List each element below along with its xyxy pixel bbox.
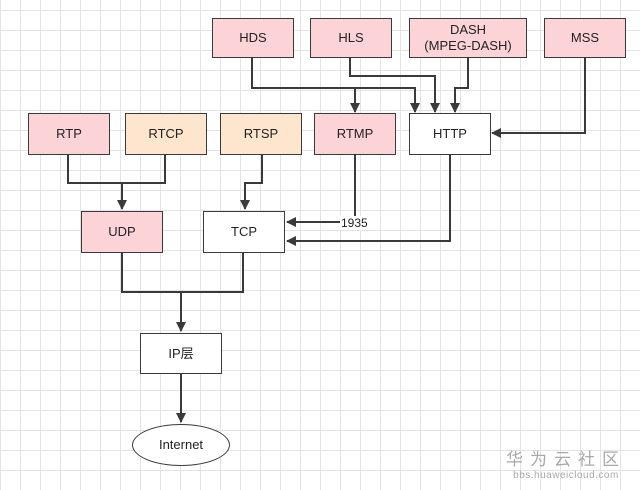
rtmp-label: RTMP — [336, 126, 374, 141]
http-node: HTTP — [409, 113, 491, 155]
hls-label: HLS — [338, 30, 364, 45]
watermark-url: bbs.huaweicloud.com — [513, 470, 619, 481]
tcp-node: TCP — [203, 211, 285, 253]
hls-node: HLS — [310, 18, 392, 58]
edge-rtp-udp — [67, 155, 122, 184]
rtcp-node: RTCP — [125, 113, 207, 155]
rtp-node: RTP — [28, 113, 110, 155]
ip-layer-node: IP层 — [140, 333, 222, 374]
udp-node: UDP — [81, 211, 163, 253]
rtmp-port-label: 1935 — [340, 216, 369, 230]
edge-hds-http — [252, 87, 420, 113]
dash-label-line2: (MPEG-DASH) — [424, 38, 512, 53]
watermark: 华为云社区 bbs.huaweicloud.com — [506, 450, 626, 482]
edge-mss-http — [491, 58, 586, 138]
edge-hds-rtmp — [251, 58, 360, 113]
mss-label: MSS — [570, 30, 600, 45]
dash-label-line1: DASH — [449, 22, 487, 37]
rtsp-node: RTSP — [220, 113, 302, 155]
rtmp-node: RTMP — [314, 113, 396, 155]
watermark-brand: 华为云社区 — [506, 450, 626, 469]
rtsp-label: RTSP — [243, 126, 279, 141]
edge-udp-ip — [121, 253, 181, 293]
edge-dash-http — [450, 58, 469, 113]
edge-rtcp-udp — [122, 155, 166, 184]
edge-http-tcp — [286, 155, 451, 246]
udp-label: UDP — [108, 224, 136, 239]
mss-node: MSS — [544, 18, 626, 58]
rtp-label: RTP — [56, 126, 82, 141]
rtcp-label: RTCP — [148, 126, 184, 141]
edge-tcp-ip — [181, 253, 244, 293]
tcp-label: TCP — [231, 224, 257, 239]
internet-node: Internet — [132, 424, 230, 466]
edge-rtsp-tcp — [240, 155, 263, 210]
hds-label: HDS — [239, 30, 267, 45]
hds-node: HDS — [212, 18, 294, 58]
dash-node: DASH (MPEG-DASH) — [409, 18, 527, 58]
http-label: HTTP — [433, 126, 467, 141]
ip-layer-label: IP层 — [168, 345, 194, 361]
internet-label: Internet — [158, 437, 204, 452]
edge-hls-http — [349, 58, 440, 113]
edge-rtmp-tcp — [286, 155, 356, 227]
